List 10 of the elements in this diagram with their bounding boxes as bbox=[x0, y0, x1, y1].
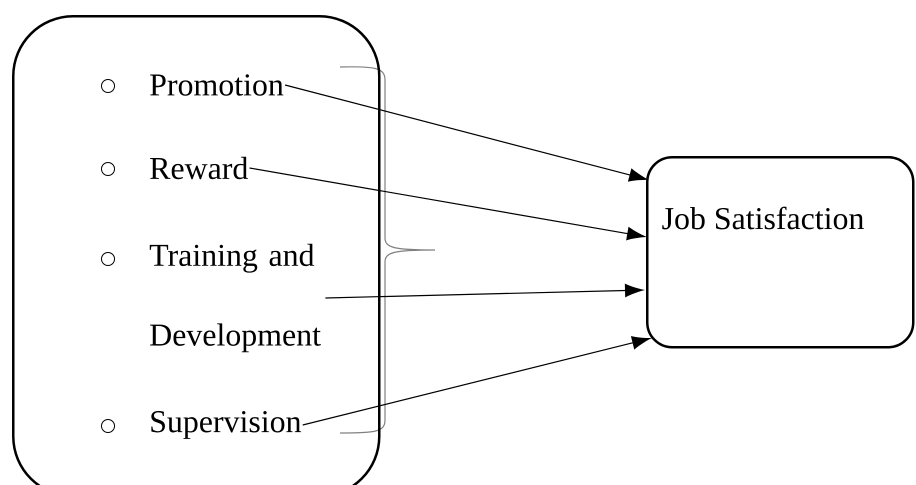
list-item: Supervision bbox=[151, 411, 302, 439]
arrow bbox=[325, 284, 643, 299]
arrow bbox=[249, 167, 645, 240]
rounded-box bbox=[12, 15, 380, 485]
arrow bbox=[284, 84, 648, 182]
list-item: Training and Development bbox=[150, 244, 321, 352]
arrow bbox=[302, 336, 650, 426]
rounded-box: Job Satisfaction bbox=[646, 156, 914, 348]
list-item: Reward bbox=[150, 156, 248, 180]
list-item: Promotion bbox=[150, 74, 284, 96]
